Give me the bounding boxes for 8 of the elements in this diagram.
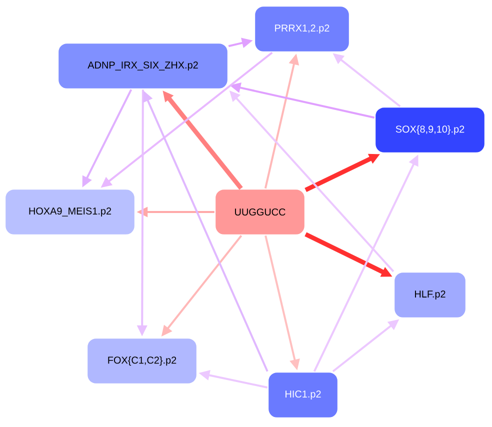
gene-box: HOXA9_MEIS1.p2 (4, 188, 136, 236)
gene-box: HLF.p2 (393, 271, 467, 319)
gene-box: PRRX1,2.p2 (254, 5, 350, 53)
gene-box: ADNP_IRX_SIX_ZHX.p2 (57, 42, 229, 90)
gene-box: FOX{C1,C2}.p2 (86, 337, 198, 385)
gene-box: HIC1.p2 (267, 371, 339, 419)
gene-box: SOX{8,9,10}.p2 (374, 106, 486, 154)
gene-box: UUGGUCC (214, 188, 306, 236)
